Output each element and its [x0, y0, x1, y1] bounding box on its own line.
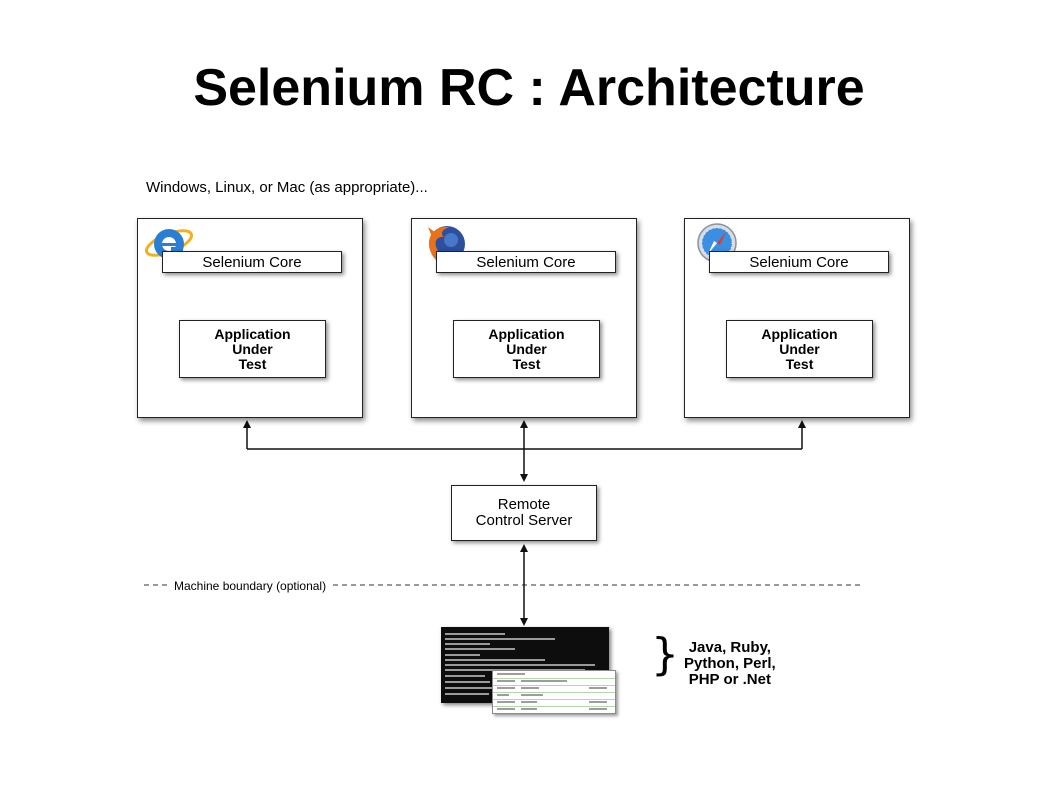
terminal-text-line [445, 648, 515, 650]
aut-line: Application [488, 325, 565, 342]
table-snip-row [493, 692, 615, 700]
aut-line: Test [512, 355, 541, 372]
machine-box-safari: Selenium Core Application Under Test [684, 218, 910, 418]
terminal-text-line [445, 693, 489, 695]
curly-brace: } [651, 629, 679, 680]
table-snip-row [493, 678, 615, 686]
table-snip-cell [497, 701, 515, 703]
application-under-test-box: Application Under Test [726, 320, 873, 378]
remote-control-server-box: Remote Control Server [451, 485, 597, 541]
server-line: Control Server [475, 512, 573, 529]
server-line: Remote [497, 496, 551, 513]
terminal-text-line [445, 687, 493, 689]
terminal-text-line [445, 638, 555, 640]
terminal-text-line [445, 643, 490, 645]
aut-line: Under [232, 340, 273, 357]
table-snip-row [493, 699, 615, 707]
table-snip-cell [521, 694, 543, 696]
terminal-text-line [445, 633, 505, 635]
table-snip-cell [521, 687, 539, 689]
slide-title: Selenium RC : Architecture [193, 59, 865, 117]
application-under-test-box: Application Under Test [179, 320, 326, 378]
table-snip-row [493, 685, 615, 693]
aut-line: Application [761, 325, 838, 342]
terminal-text-line [445, 675, 485, 677]
aut-line: Application [214, 325, 291, 342]
table-snip-cell [521, 680, 567, 682]
table-snip-cell [521, 708, 537, 710]
terminal-text-line [445, 664, 595, 666]
terminal-text-line [445, 659, 545, 661]
table-snip-cell [497, 673, 525, 675]
application-under-test-box: Application Under Test [453, 320, 600, 378]
selenium-core-box: Selenium Core [162, 251, 342, 273]
aut-line: Test [785, 355, 814, 372]
language-line: Java, Ruby, [688, 639, 771, 656]
table-snip-cell [589, 701, 607, 703]
aut-line: Test [238, 355, 267, 372]
table-snip-cell [521, 701, 537, 703]
environment-label: Windows, Linux, or Mac (as appropriate).… [146, 179, 428, 196]
test-table-screenshot-icon [492, 670, 616, 714]
machine-box-ie: Selenium Core Application Under Test [137, 218, 363, 418]
table-snip-cell [589, 708, 607, 710]
table-snip-cell [497, 687, 515, 689]
table-snip-cell [497, 708, 515, 710]
aut-line: Under [506, 340, 547, 357]
table-snip-row [493, 671, 615, 679]
selenium-core-box: Selenium Core [436, 251, 616, 273]
selenium-core-box: Selenium Core [709, 251, 889, 273]
table-snip-cell [497, 694, 509, 696]
table-snip-cell [589, 687, 607, 689]
terminal-text-line [445, 654, 480, 656]
safari-icon [697, 223, 737, 263]
language-line: PHP or .Net [688, 671, 771, 688]
language-line: Python, Perl, [684, 655, 776, 672]
table-snip-row [493, 706, 615, 713]
aut-line: Under [779, 340, 820, 357]
terminal-text-line [445, 681, 490, 683]
client-languages-label: Java, Ruby, Python, Perl, PHP or .Net [684, 640, 776, 688]
machine-box-firefox: Selenium Core Application Under Test [411, 218, 637, 418]
table-snip-cell [497, 680, 515, 682]
machine-boundary-label: Machine boundary (optional) [168, 579, 333, 593]
